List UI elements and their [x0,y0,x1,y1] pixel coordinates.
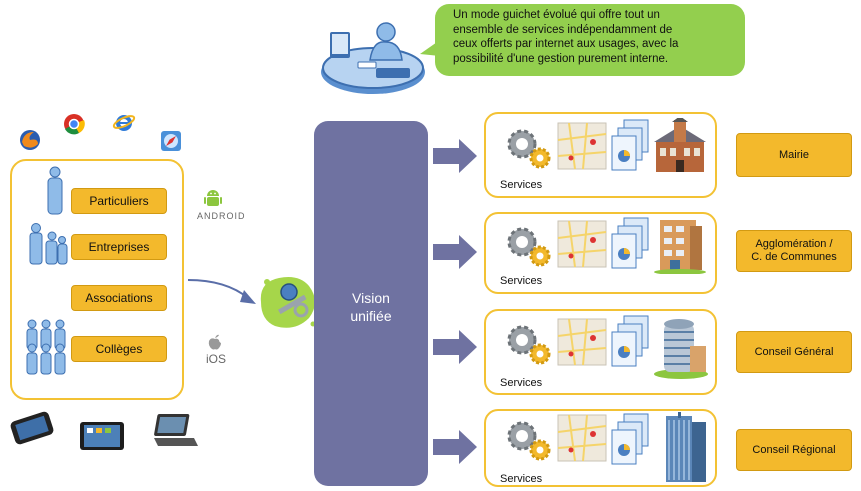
services-label: Services [500,473,543,485]
bubble-line: possibilité d'une gestion purement inter… [453,52,669,65]
vision-line: unifiée [350,308,392,324]
chrome-icon [62,112,86,141]
smartphone-icon [8,410,56,451]
android-label: ANDROID [197,211,246,221]
bubble-line: Un mode guichet évolué qui offre tout un [453,9,660,21]
org-label: Agglomération / C. de Communes [751,238,837,264]
gears-icon [502,320,554,373]
gears-icon [502,416,554,469]
apartment-building-icon [654,216,706,279]
curved-arrow [186,276,266,317]
speech-bubble: Un mode guichet évolué qui offre tout un… [435,4,745,76]
round-tower-icon [652,316,710,385]
person-icon [44,166,66,221]
bubble-line: ensemble de services indépendamment de [453,23,673,36]
org-label-line: Agglomération / [755,238,833,250]
map-icon [557,318,607,371]
people-group-icon [28,222,68,271]
office-tower-icon [660,412,712,489]
user-button-label: Particuliers [89,194,149,208]
ios-label: iOS [206,352,227,366]
arrow-to-services [433,428,479,471]
agent-at-desk-icon [318,20,433,105]
reports-icon [610,412,652,473]
user-button-colleges[interactable]: Collèges [71,336,167,362]
firefox-icon [18,128,42,157]
gears-icon [502,124,554,177]
map-icon [557,122,607,175]
services-label: Services [500,179,543,191]
gears-icon [502,222,554,275]
org-button-conseil-general[interactable]: Conseil Général [736,331,852,373]
user-button-label: Entreprises [88,240,150,254]
apple-icon [208,334,222,355]
org-button-agglomeration[interactable]: Agglomération / C. de Communes [736,230,852,272]
internet-explorer-icon [112,110,136,139]
bubble-line: ceux offerts par internet aux usages, av… [453,38,679,50]
arrow-to-services [433,137,479,180]
user-button-label: Associations [85,291,153,305]
map-icon [557,220,607,273]
vision-unifiee-block: Vision unifiée [314,121,428,486]
user-button-entreprises[interactable]: Entreprises [71,234,167,260]
vision-line: Vision [352,290,390,306]
org-label-line: C. de Communes [751,251,837,263]
reports-icon [610,314,652,375]
reports-icon [610,118,652,179]
map-icon [557,414,607,467]
org-button-conseil-regional[interactable]: Conseil Régional [736,429,852,471]
safari-icon [160,130,182,157]
arrow-to-services [433,233,479,276]
arrow-to-services [433,328,479,371]
org-label: Conseil Général [754,345,834,358]
user-button-particuliers[interactable]: Particuliers [71,188,167,214]
org-button-mairie[interactable]: Mairie [736,133,852,177]
android-icon [203,188,223,213]
tablet-icon [78,418,126,459]
town-hall-icon [648,116,712,181]
services-label: Services [500,377,543,389]
key-icon [255,272,319,339]
laptop-icon [150,412,198,455]
user-button-associations[interactable]: Associations [71,285,167,311]
user-button-label: Collèges [95,342,143,356]
services-label: Services [500,275,543,287]
org-label: Mairie [779,148,809,161]
crowd-icon [22,318,70,381]
reports-icon [610,216,652,277]
org-label: Conseil Régional [752,443,836,456]
